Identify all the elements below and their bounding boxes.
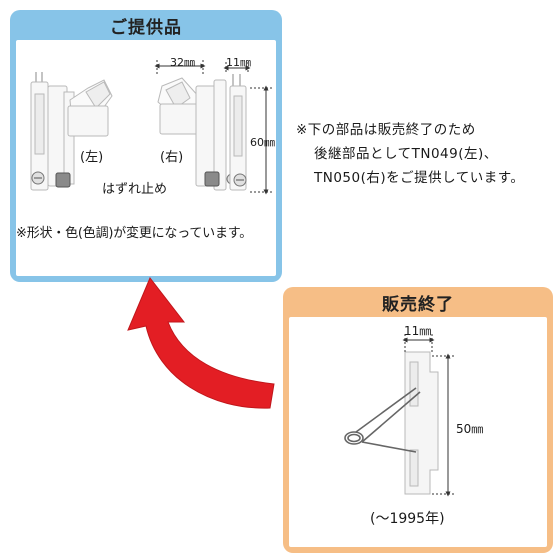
notice-line-3: TN050(右)をご提供しています。 [314, 170, 525, 186]
right-stopper-part [157, 77, 227, 191]
left-screw-icon [31, 171, 71, 188]
discontinued-height-label: 50㎜ [456, 422, 484, 436]
dimension-height-label: 60㎜ [250, 136, 275, 149]
provided-dimension-lines [154, 60, 272, 195]
discontinued-panel-title: 販売終了 [382, 295, 454, 315]
left-part-label: (左) [80, 150, 104, 165]
left-stopper-part [30, 72, 113, 191]
replacement-arrow-icon [127, 277, 275, 409]
side-view-part [229, 74, 247, 191]
provided-panel-title: ご提供品 [110, 18, 182, 38]
discontinued-part [404, 351, 439, 495]
notice-line-1: ※下の部品は販売終了のため [296, 122, 476, 138]
shape-change-note: ※形状・色(色調)が変更になっています。 [16, 226, 253, 241]
discontinued-dimension-lines [402, 334, 454, 497]
discontinued-thickness-label: 11㎜ [404, 324, 432, 338]
part-name-label: はずれ止め [102, 182, 168, 197]
notice-line-2: 後継部品としてTN049(左)、 [314, 146, 498, 162]
side-screw-icon [233, 173, 247, 187]
discontinued-period-label: (〜1995年) [370, 511, 445, 527]
dimension-thickness-label: 11㎜ [226, 56, 251, 69]
dimension-width-label: 32㎜ [170, 56, 195, 69]
wire-spring [344, 387, 421, 453]
right-part-label: (右) [160, 150, 184, 165]
